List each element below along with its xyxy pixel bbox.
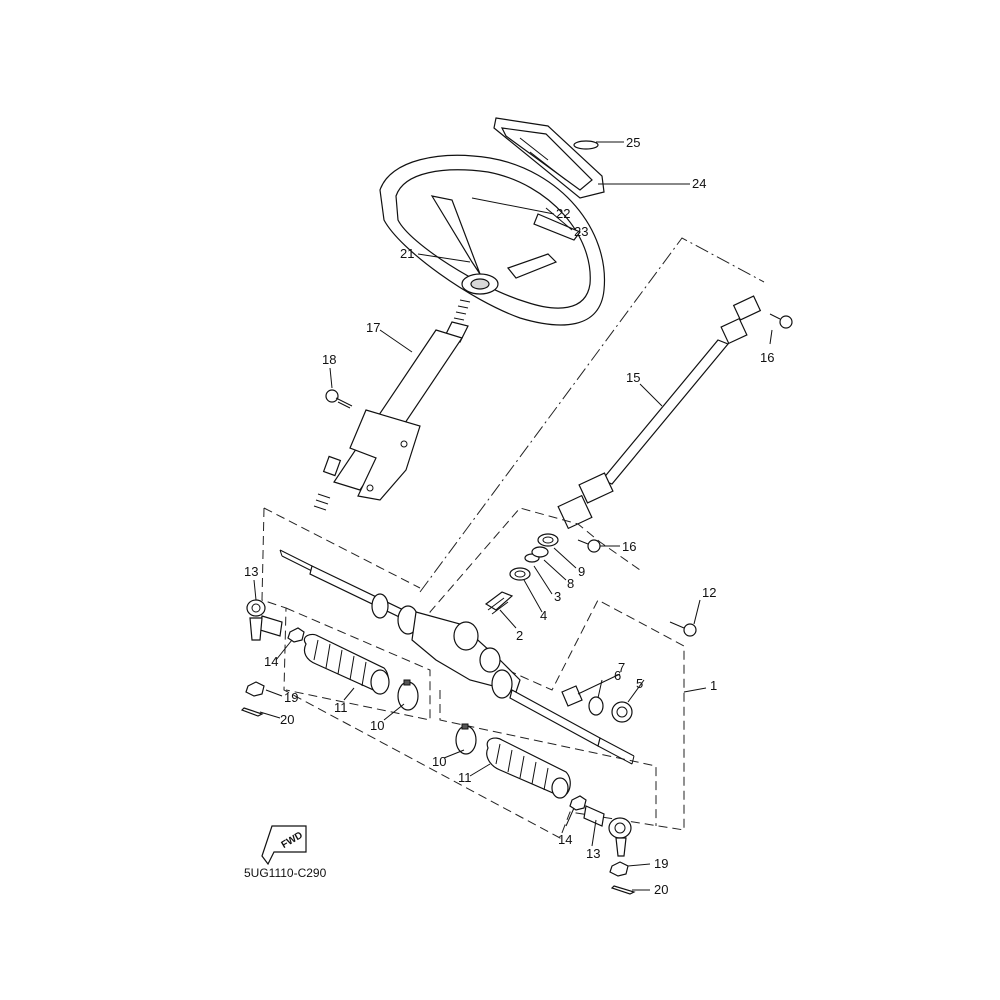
boot-right	[486, 737, 571, 799]
callout-6: 6	[614, 668, 621, 683]
callout-24: 24	[692, 176, 706, 191]
plunger-7	[561, 685, 583, 707]
cotter-pin-20-right	[610, 885, 636, 895]
horn-pad	[493, 117, 605, 199]
callout-11-right: 11	[458, 770, 472, 785]
band-right	[455, 723, 477, 755]
pinion-gear	[484, 591, 514, 615]
tie-rod-end-left	[246, 599, 283, 641]
nut-19-right	[609, 861, 629, 877]
bolt-16-upper	[769, 313, 793, 329]
callout-17: 17	[366, 320, 380, 335]
callout-25: 25	[626, 135, 640, 150]
spring-6	[588, 696, 604, 716]
callout-8: 8	[567, 576, 574, 591]
steering-wheel	[379, 154, 606, 326]
callout-14-right: 14	[558, 832, 572, 847]
nut-14-left	[287, 627, 305, 643]
bolt-18	[325, 389, 353, 409]
callout-9: 9	[578, 564, 585, 579]
callout-10-right: 10	[432, 754, 446, 769]
callout-10-left: 10	[370, 718, 384, 733]
callout-3: 3	[554, 589, 561, 604]
callout-18: 18	[322, 352, 336, 367]
callout-labels: 25 24 22 23 21 17 18 16 15 16 9 8 3 4 2 …	[244, 135, 774, 897]
callout-7: 7	[618, 660, 625, 675]
bolt-12	[669, 621, 697, 637]
callout-4: 4	[540, 608, 547, 623]
callout-1: 1	[710, 678, 717, 693]
adjusting-bolt-5	[611, 701, 633, 723]
callout-16-lower: 16	[622, 539, 636, 554]
band-left	[397, 679, 419, 711]
callout-5: 5	[636, 676, 643, 691]
cotter-pin-20-left	[240, 707, 264, 717]
nut-19-left	[245, 681, 265, 697]
fwd-arrow-icon: FWD	[261, 825, 307, 866]
callout-11-left: 11	[334, 700, 348, 715]
callout-21: 21	[400, 246, 414, 261]
shaft-reference-line	[419, 237, 765, 593]
callout-13-right: 13	[586, 846, 600, 861]
cap-9	[537, 533, 559, 547]
seal-8	[531, 546, 549, 558]
steering-rack-assembly	[279, 549, 635, 765]
callout-14-left: 14	[264, 654, 278, 669]
callout-13-left: 13	[244, 564, 258, 579]
callout-15: 15	[626, 370, 640, 385]
left-boot-group	[263, 507, 431, 721]
callout-20-left: 20	[280, 712, 294, 727]
leader-lines	[253, 141, 773, 891]
boot-left	[303, 633, 390, 695]
right-boot-group	[439, 690, 657, 826]
callout-16-upper: 16	[760, 350, 774, 365]
callout-19-right: 19	[654, 856, 668, 871]
diagram-code: 5UG1110-C290	[244, 866, 327, 880]
bearing-4	[509, 567, 531, 581]
callout-12: 12	[702, 585, 716, 600]
callout-22: 22	[556, 206, 570, 221]
intermediate-shaft	[557, 295, 762, 530]
callout-20-right: 20	[654, 882, 668, 897]
nut-14-right	[569, 795, 587, 811]
tie-rod-end-right	[583, 805, 632, 857]
bolt-16-lower	[577, 539, 601, 553]
steering-column	[313, 299, 471, 511]
callout-2: 2	[516, 628, 523, 643]
callout-23: 23	[574, 224, 588, 239]
callout-19-left: 19	[284, 690, 298, 705]
